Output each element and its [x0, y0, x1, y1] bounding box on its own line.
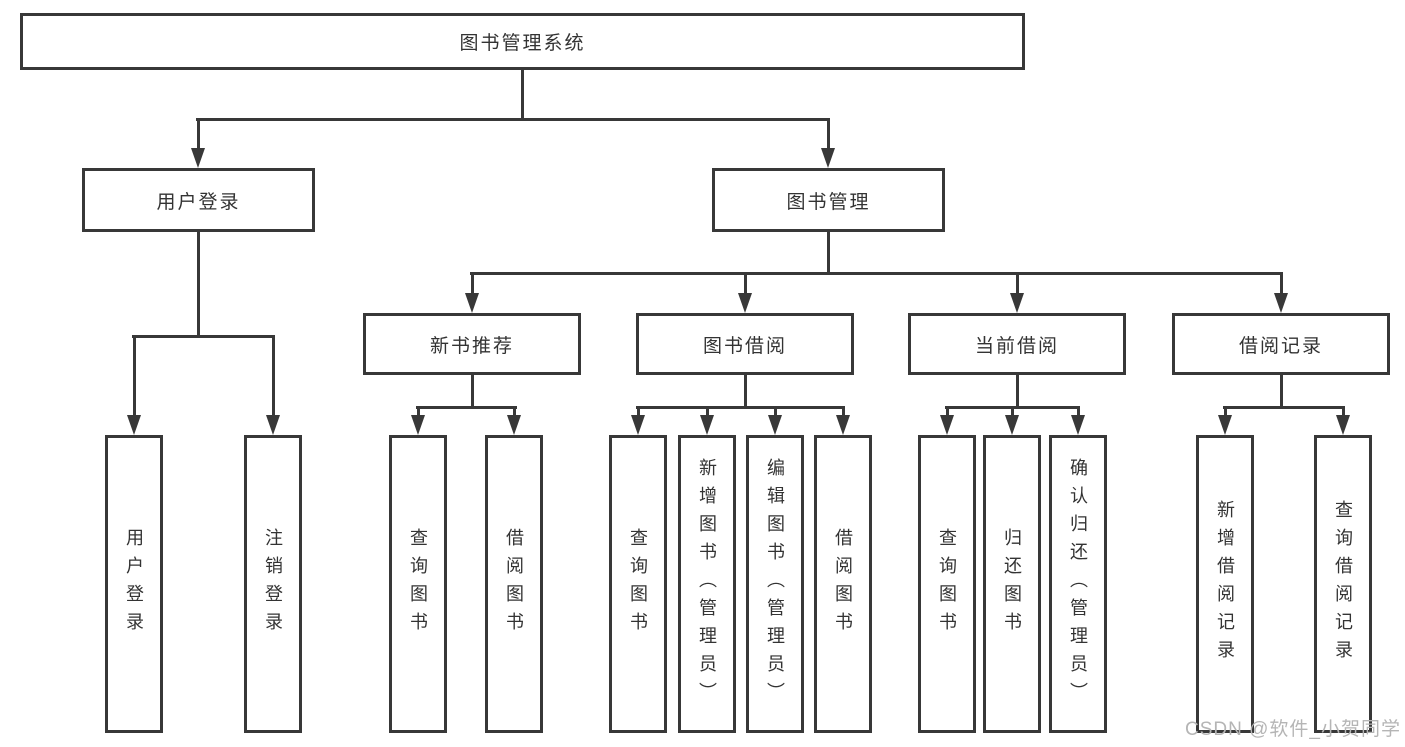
leaf-label: 确认归还（管理员） [1068, 458, 1088, 710]
connector-line [1011, 406, 1014, 417]
leaf-user-login: 用户登录 [105, 435, 163, 733]
leaf-return-books: 归还图书 [983, 435, 1041, 733]
connector-line [197, 232, 200, 335]
connector-line [946, 406, 949, 417]
node-label: 图书管理系统 [459, 33, 586, 54]
connector-line [842, 406, 845, 417]
connector-line [470, 272, 1283, 275]
connector-line [1224, 406, 1227, 417]
leaf-add-book-admin: 新增图书（管理员） [678, 435, 736, 733]
node-label: 图书管理 [786, 191, 871, 213]
connector-line [471, 375, 474, 406]
connector-line [744, 272, 747, 295]
leaf-logout: 注销登录 [244, 435, 302, 733]
arrow-head [1274, 293, 1288, 313]
node-label: 新书推荐 [429, 335, 514, 357]
leaf-query-books-borrowing: 查询图书 [609, 435, 667, 733]
connector-line [417, 406, 420, 417]
arrow-head [1336, 415, 1350, 435]
arrow-head [1005, 415, 1019, 435]
csdn-watermark: CSDN @软件_小贺同学 [1185, 719, 1401, 740]
node-book-management: 图书管理 [712, 168, 945, 232]
connector-line [521, 70, 524, 118]
connector-line [197, 118, 200, 150]
connector-line [827, 232, 830, 272]
leaf-label: 编辑图书（管理员） [765, 458, 785, 710]
arrow-head [1218, 415, 1232, 435]
connector-line [132, 335, 275, 338]
node-label: 图书借阅 [702, 335, 787, 357]
connector-line [706, 406, 709, 417]
leaf-label: 归还图书 [1002, 528, 1022, 640]
connector-line [637, 406, 640, 417]
leaf-label: 查询图书 [628, 528, 648, 640]
leaf-edit-book-admin: 编辑图书（管理员） [746, 435, 804, 733]
node-label: 借阅记录 [1238, 335, 1323, 357]
leaf-label: 新增图书（管理员） [697, 458, 717, 710]
arrow-head [1071, 415, 1085, 435]
arrow-head [836, 415, 850, 435]
arrow-head [507, 415, 521, 435]
leaf-borrow-books-newbook: 借阅图书 [485, 435, 543, 733]
connector-line [1016, 375, 1019, 406]
node-user-login: 用户登录 [82, 168, 315, 232]
arrow-head [821, 148, 835, 168]
arrow-head [465, 293, 479, 313]
arrow-head [768, 415, 782, 435]
node-borrowing-records: 借阅记录 [1172, 313, 1390, 375]
connector-line [1077, 406, 1080, 417]
leaf-add-borrow-record: 新增借阅记录 [1196, 435, 1254, 733]
arrow-head [738, 293, 752, 313]
leaf-label: 用户登录 [124, 528, 144, 640]
connector-line [513, 406, 516, 417]
connector-line [1280, 375, 1283, 406]
leaf-query-borrow-record: 查询借阅记录 [1314, 435, 1372, 733]
connector-line [1223, 406, 1345, 409]
leaf-label: 查询图书 [408, 528, 428, 640]
connector-line [1280, 272, 1283, 295]
connector-line [827, 118, 830, 150]
node-book-borrowing: 图书借阅 [636, 313, 854, 375]
connector-line [196, 118, 830, 121]
connector-line [1016, 272, 1019, 295]
node-new-book-recommend: 新书推荐 [363, 313, 581, 375]
arrow-head [191, 148, 205, 168]
leaf-query-books-newbook: 查询图书 [389, 435, 447, 733]
leaf-label: 注销登录 [263, 528, 283, 640]
node-library-management-system: 图书管理系统 [20, 13, 1025, 70]
connector-line [744, 375, 747, 406]
arrow-head [411, 415, 425, 435]
node-current-borrowing: 当前借阅 [908, 313, 1126, 375]
leaf-label: 新增借阅记录 [1215, 500, 1235, 668]
connector-line [416, 406, 517, 409]
leaf-label: 查询借阅记录 [1333, 500, 1353, 668]
leaf-label: 借阅图书 [833, 528, 853, 640]
connector-line [1342, 406, 1345, 417]
connector-line [471, 272, 474, 295]
arrow-head [266, 415, 280, 435]
arrow-head [1010, 293, 1024, 313]
leaf-borrow-books-borrowing: 借阅图书 [814, 435, 872, 733]
arrow-head [127, 415, 141, 435]
connector-line [636, 406, 845, 409]
connector-line [272, 335, 275, 417]
leaf-query-books-current: 查询图书 [918, 435, 976, 733]
leaf-label: 查询图书 [937, 528, 957, 640]
arrow-head [700, 415, 714, 435]
leaf-label: 借阅图书 [504, 528, 524, 640]
connector-line [133, 335, 136, 417]
node-label: 用户登录 [156, 191, 241, 213]
connector-line [774, 406, 777, 417]
node-label: 当前借阅 [974, 335, 1059, 357]
leaf-confirm-return-admin: 确认归还（管理员） [1049, 435, 1107, 733]
arrow-head [631, 415, 645, 435]
arrow-head [940, 415, 954, 435]
